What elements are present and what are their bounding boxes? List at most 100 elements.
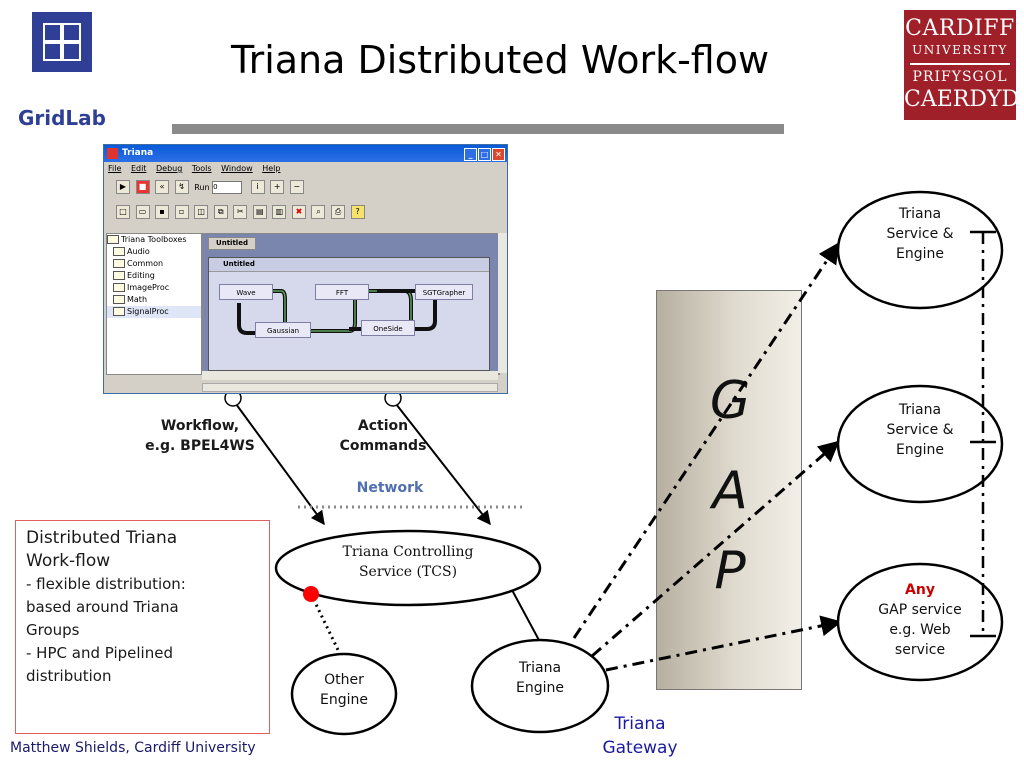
menu-edit[interactable]: Edit bbox=[130, 164, 147, 173]
triana-window-title: Triana bbox=[122, 148, 154, 158]
play-icon[interactable]: ▶ bbox=[116, 180, 130, 194]
slide-footer: Matthew Shields, Cardiff University bbox=[10, 740, 256, 756]
run-label: Run bbox=[194, 182, 210, 192]
tree-item-audio[interactable]: Audio bbox=[107, 246, 201, 258]
close-icon[interactable]: ✕ bbox=[492, 148, 505, 161]
gridlab-logo: GridLab bbox=[10, 8, 110, 130]
triana-app-icon bbox=[107, 148, 118, 159]
engine-to-service1-arrow bbox=[572, 242, 840, 639]
menu-debug[interactable]: Debug bbox=[155, 164, 183, 173]
tcs-node bbox=[274, 529, 542, 607]
folder-icon bbox=[113, 295, 125, 304]
tree-item-imageproc[interactable]: ImageProc bbox=[107, 282, 201, 294]
cardiff-logo-line4: CAERDYD bbox=[904, 87, 1020, 112]
zoom-in-icon[interactable]: + bbox=[270, 180, 285, 194]
gap-letter-g: G bbox=[709, 371, 751, 431]
menu-tools[interactable]: Tools bbox=[191, 164, 212, 173]
triana-engine-label: Triana Engine bbox=[516, 660, 564, 696]
action-commands-label: Action Commands bbox=[339, 418, 427, 454]
tree-item-signalproc[interactable]: SignalProc bbox=[107, 306, 201, 318]
triana-menubar: File Edit Debug Tools Window Help bbox=[104, 162, 507, 176]
menu-file[interactable]: File bbox=[108, 164, 122, 173]
menu-help[interactable]: Help bbox=[262, 164, 281, 173]
callout-heading-line1: Distributed Triana bbox=[26, 528, 178, 548]
save-as-icon[interactable]: ▫ bbox=[174, 205, 189, 219]
tcs-to-engine-line bbox=[511, 589, 541, 643]
save-icon[interactable]: ▪ bbox=[155, 205, 170, 219]
tree-item-editing[interactable]: Editing bbox=[107, 270, 201, 282]
unit-oneside[interactable]: OneSide bbox=[361, 320, 415, 336]
service-node-2 bbox=[836, 384, 1004, 504]
tcs-to-other-engine-line bbox=[309, 593, 342, 655]
cardiff-logo-line3: PRIFYSGOL bbox=[912, 69, 1008, 85]
service-3-label: Any GAP service e.g. Web service bbox=[860, 580, 980, 660]
find-icon[interactable]: ⌕ bbox=[311, 205, 326, 219]
cut-icon[interactable]: ✂ bbox=[233, 205, 248, 219]
callout-bullet2-line1: - HPC and Pipelined bbox=[26, 644, 173, 662]
folder-icon bbox=[113, 271, 125, 280]
callout-bullet1-line1: - flexible distribution: bbox=[26, 575, 186, 593]
run-toolbar: ▶ ■ « ↯ Run 0 i + − bbox=[116, 180, 307, 200]
triana-engine-node bbox=[470, 638, 610, 734]
edit-toolbar: □ ▭ ▪ ▫ ◫ ⧉ ✂ ▤ ▥ ✖ ⌕ ⎙ ? bbox=[116, 205, 368, 225]
menu-window[interactable]: Window bbox=[221, 164, 253, 173]
slide-title: Triana Distributed Work-flow bbox=[230, 38, 770, 82]
network-label: Network bbox=[356, 480, 424, 496]
callout-bullet1-line2: based around Triana bbox=[26, 598, 179, 616]
tree-root[interactable]: Triana Toolboxes bbox=[107, 234, 201, 246]
folder-icon bbox=[107, 235, 119, 244]
callout-bullet2-line2: distribution bbox=[26, 667, 112, 685]
vertical-scrollbar[interactable] bbox=[498, 233, 507, 373]
service-node-3 bbox=[836, 562, 1004, 682]
folder-icon bbox=[113, 247, 125, 256]
paste-icon[interactable]: ▤ bbox=[252, 205, 267, 219]
reset-icon[interactable]: ↯ bbox=[174, 180, 189, 194]
tree-item-math[interactable]: Math bbox=[107, 294, 201, 306]
print-icon[interactable]: ⎙ bbox=[331, 205, 346, 219]
inner-horizontal-scrollbar[interactable] bbox=[202, 371, 498, 380]
tree-item-common[interactable]: Common bbox=[107, 258, 201, 270]
triana-gateway-label: Triana Gateway bbox=[602, 714, 678, 758]
triana-app-window[interactable]: Triana _□✕ File Edit Debug Tools Window … bbox=[103, 144, 508, 394]
workspace-titlebar: Untitled bbox=[209, 258, 489, 272]
action-commands-arrow bbox=[395, 403, 491, 526]
tab-untitled[interactable]: Untitled bbox=[208, 237, 256, 250]
gap-box: G A P bbox=[656, 290, 802, 690]
triana-window-titlebar[interactable]: Triana _□✕ bbox=[104, 145, 507, 162]
workflow-arrow bbox=[235, 403, 325, 526]
zoom-out-icon[interactable]: − bbox=[289, 180, 304, 194]
maximize-icon[interactable]: □ bbox=[478, 148, 491, 161]
horizontal-scrollbar[interactable] bbox=[202, 383, 498, 392]
open-folder-icon[interactable]: ▭ bbox=[135, 205, 150, 219]
windows-icon[interactable]: ◫ bbox=[194, 205, 209, 219]
tcs-label: Triana Controlling Service (TCS) bbox=[342, 544, 474, 580]
folder-icon bbox=[113, 259, 125, 268]
workspace-window[interactable]: Untitled Wave FFT SGTGrapher Gaussian On… bbox=[208, 257, 490, 371]
folder-icon bbox=[113, 283, 125, 292]
unit-gaussian[interactable]: Gaussian bbox=[255, 322, 311, 338]
delete-icon[interactable]: ✖ bbox=[291, 205, 306, 219]
minimize-icon[interactable]: _ bbox=[464, 148, 477, 161]
gap-letter-a: A bbox=[712, 461, 748, 521]
copy-icon[interactable]: ⧉ bbox=[213, 205, 228, 219]
service-1-label: Triana Service & Engine bbox=[886, 206, 954, 262]
stop-icon[interactable]: ■ bbox=[135, 180, 150, 194]
help-icon[interactable]: ? bbox=[350, 205, 365, 219]
any-label: Any bbox=[905, 582, 935, 598]
callout-bullet1-line3: Groups bbox=[26, 621, 80, 639]
unit-sgtgrapher[interactable]: SGTGrapher bbox=[415, 284, 473, 300]
title-underline-bar bbox=[172, 124, 784, 134]
paste-special-icon[interactable]: ▥ bbox=[272, 205, 287, 219]
unit-wave[interactable]: Wave bbox=[219, 284, 273, 300]
run-count-input[interactable]: 0 bbox=[212, 180, 243, 194]
cardiff-logo-line2: UNIVERSITY bbox=[912, 43, 1008, 57]
new-file-icon[interactable]: □ bbox=[116, 205, 130, 219]
workspace-title: Untitled bbox=[223, 260, 255, 268]
info-icon[interactable]: i bbox=[250, 180, 265, 194]
gap-letter-p: P bbox=[714, 541, 746, 601]
rewind-icon[interactable]: « bbox=[155, 180, 170, 194]
other-engine-node bbox=[290, 652, 398, 736]
toolbox-tree: Triana Toolboxes Audio Common Editing Im… bbox=[106, 233, 202, 375]
unit-fft[interactable]: FFT bbox=[315, 284, 369, 300]
red-connection-dot bbox=[303, 586, 319, 602]
